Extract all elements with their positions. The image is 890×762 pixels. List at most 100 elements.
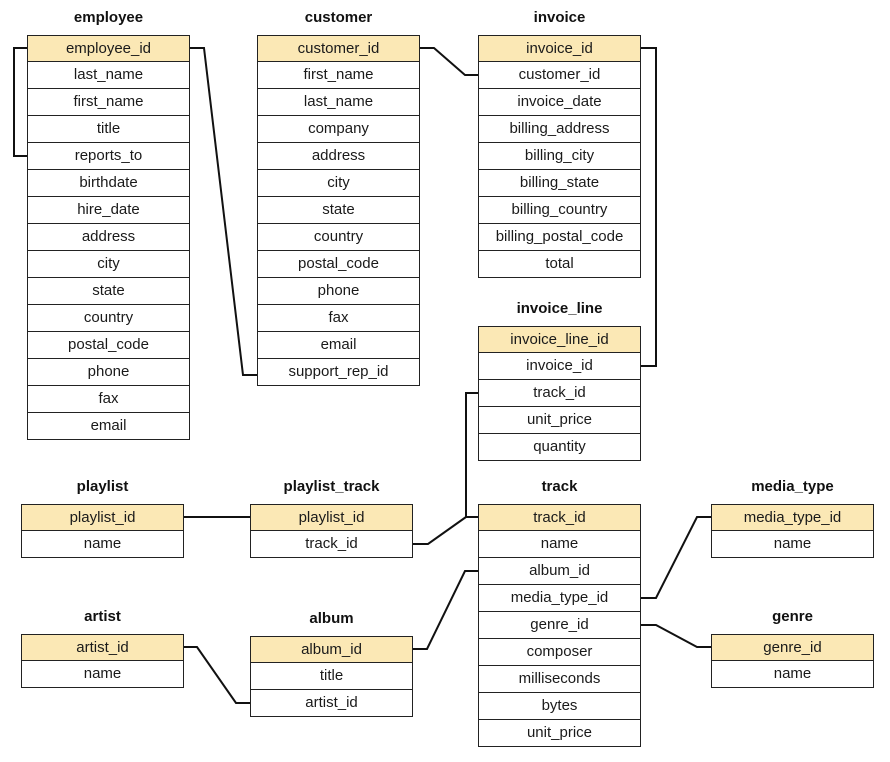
field-row: track_id (478, 380, 641, 407)
connector-album-track (413, 570, 478, 650)
field-row: billing_address (478, 116, 641, 143)
connector-invoice-invoice-line (641, 47, 657, 367)
field-row: track_id (250, 531, 413, 558)
field-row: bytes (478, 693, 641, 720)
primary-key-field: media_type_id (711, 504, 874, 531)
field-row: title (27, 116, 190, 143)
field-row: phone (27, 359, 190, 386)
field-row: invoice_id (478, 353, 641, 380)
table-title: track (541, 478, 578, 495)
field-row: unit_price (478, 720, 641, 747)
table-title: artist (84, 608, 121, 625)
field-row: artist_id (250, 690, 413, 717)
field-row: fax (27, 386, 190, 413)
field-row: total (478, 251, 641, 278)
connector-track-genre (641, 624, 711, 648)
table-title: album (309, 610, 354, 627)
field-row: state (27, 278, 190, 305)
primary-key-field: employee_id (27, 35, 190, 62)
field-row: email (27, 413, 190, 440)
field-row: country (27, 305, 190, 332)
primary-key-field: invoice_line_id (478, 326, 641, 353)
field-row: name (21, 531, 184, 558)
field-row: postal_code (27, 332, 190, 359)
field-row: last_name (257, 89, 420, 116)
table-title: playlist_track (283, 478, 380, 495)
field-row: composer (478, 639, 641, 666)
field-row: city (257, 170, 420, 197)
field-row: country (257, 224, 420, 251)
field-row: milliseconds (478, 666, 641, 693)
table-title: media_type (751, 478, 834, 495)
connector-customer-invoice (420, 47, 478, 76)
field-row: first_name (27, 89, 190, 116)
field-row: birthdate (27, 170, 190, 197)
field-row: email (257, 332, 420, 359)
field-row: album_id (478, 558, 641, 585)
primary-key-field: invoice_id (478, 35, 641, 62)
field-row: city (27, 251, 190, 278)
field-row: hire_date (27, 197, 190, 224)
table-title: invoice_line (516, 300, 603, 317)
field-row: unit_price (478, 407, 641, 434)
table-title: genre (772, 608, 813, 625)
field-row: name (711, 531, 874, 558)
connector-employee-support-rep (190, 47, 257, 376)
field-row: invoice_date (478, 89, 641, 116)
primary-key-field: genre_id (711, 634, 874, 661)
field-row: name (711, 661, 874, 688)
connector-employee-reports-to (13, 47, 27, 157)
table-title: invoice (533, 9, 586, 26)
field-row: billing_state (478, 170, 641, 197)
field-row: billing_postal_code (478, 224, 641, 251)
connector-invoice-line-track (465, 392, 478, 518)
field-row: last_name (27, 62, 190, 89)
field-row: first_name (257, 62, 420, 89)
field-row: phone (257, 278, 420, 305)
field-row: state (257, 197, 420, 224)
table-title: employee (73, 9, 144, 26)
primary-key-field: playlist_id (250, 504, 413, 531)
primary-key-field: album_id (250, 636, 413, 663)
connector-artist-album (184, 646, 250, 704)
connector-track-media-type (641, 516, 711, 599)
field-row: support_rep_id (257, 359, 420, 386)
primary-key-field: playlist_id (21, 504, 184, 531)
field-row: media_type_id (478, 585, 641, 612)
connector-playlist-track-track (413, 516, 467, 545)
field-row: address (27, 224, 190, 251)
field-row: genre_id (478, 612, 641, 639)
field-row: fax (257, 305, 420, 332)
primary-key-field: track_id (478, 504, 641, 531)
field-row: name (21, 661, 184, 688)
field-row: customer_id (478, 62, 641, 89)
table-title: customer (304, 9, 373, 26)
field-row: reports_to (27, 143, 190, 170)
field-row: billing_city (478, 143, 641, 170)
primary-key-field: artist_id (21, 634, 184, 661)
field-row: postal_code (257, 251, 420, 278)
field-row: name (478, 531, 641, 558)
